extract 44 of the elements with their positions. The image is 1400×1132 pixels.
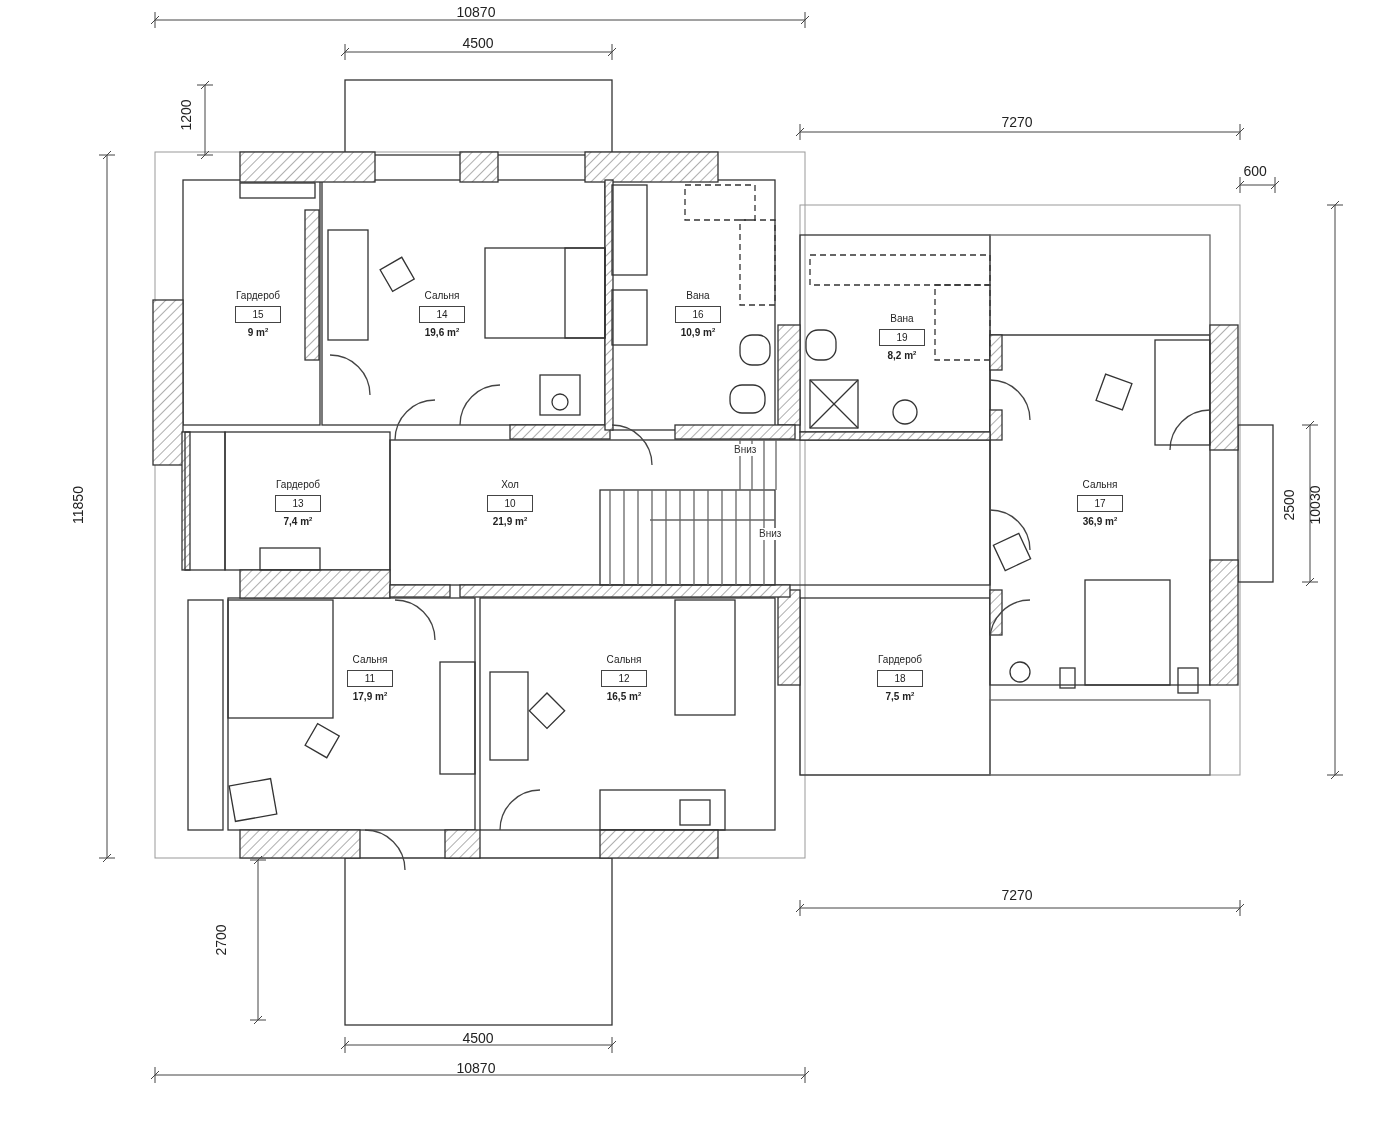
room-area: 36,9 m$^{2}$ xyxy=(1082,516,1118,528)
dimension-label: 4500 xyxy=(462,1030,494,1046)
room-number: 13 xyxy=(275,495,321,512)
room-number: 10 xyxy=(487,495,533,512)
room-number: 16 xyxy=(675,306,721,323)
room-area: 19,6 m$^{2}$ xyxy=(424,327,460,339)
dimension-label: 7270 xyxy=(1001,887,1033,903)
dimension-label: 7270 xyxy=(1001,114,1033,130)
dimension-label: 11850 xyxy=(69,486,86,524)
room-name: Сальня xyxy=(1082,479,1118,490)
room-area: 10,9 m$^{2}$ xyxy=(680,327,716,339)
dimension-label: 10030 xyxy=(1306,485,1323,525)
stair-direction-label: Вниз xyxy=(757,528,784,540)
dimension-label: 1200 xyxy=(177,99,194,131)
room-name: Сальня xyxy=(606,654,642,665)
room-name: Вана xyxy=(686,290,710,301)
room-name: Вана xyxy=(890,313,914,324)
room-area: 7,4 m$^{2}$ xyxy=(283,516,313,528)
room-name: Гардероб xyxy=(878,654,922,665)
room-name: Гардероб xyxy=(276,479,320,490)
dimension-label: 4500 xyxy=(462,35,494,51)
room-name: Сальня xyxy=(424,290,460,301)
dimension-label: 10870 xyxy=(456,4,496,20)
room-area: 16,5 m$^{2}$ xyxy=(606,691,642,703)
dimension-label: 2500 xyxy=(1280,489,1297,521)
room-number: 19 xyxy=(879,329,925,346)
room-name: Сальня xyxy=(352,654,388,665)
room-area: 8,2 m$^{2}$ xyxy=(887,350,917,362)
dimension-label: 2700 xyxy=(212,924,229,956)
room-number: 17 xyxy=(1077,495,1123,512)
room-number: 18 xyxy=(877,670,923,687)
room-area: 21,9 m$^{2}$ xyxy=(492,516,528,528)
room-area: 7,5 m$^{2}$ xyxy=(885,691,915,703)
room-number: 15 xyxy=(235,306,281,323)
stair-direction-label: Вниз xyxy=(732,444,759,456)
room-number: 14 xyxy=(419,306,465,323)
room-area: 9 m$^{2}$ xyxy=(247,327,269,339)
room-number: 11 xyxy=(347,670,393,687)
dimension-label: 600 xyxy=(1243,163,1267,179)
room-number: 12 xyxy=(601,670,647,687)
room-name: Гардероб xyxy=(236,290,280,301)
room-area: 17,9 m$^{2}$ xyxy=(352,691,388,703)
room-name: Хол xyxy=(501,479,519,490)
dimension-label: 10870 xyxy=(456,1060,496,1076)
